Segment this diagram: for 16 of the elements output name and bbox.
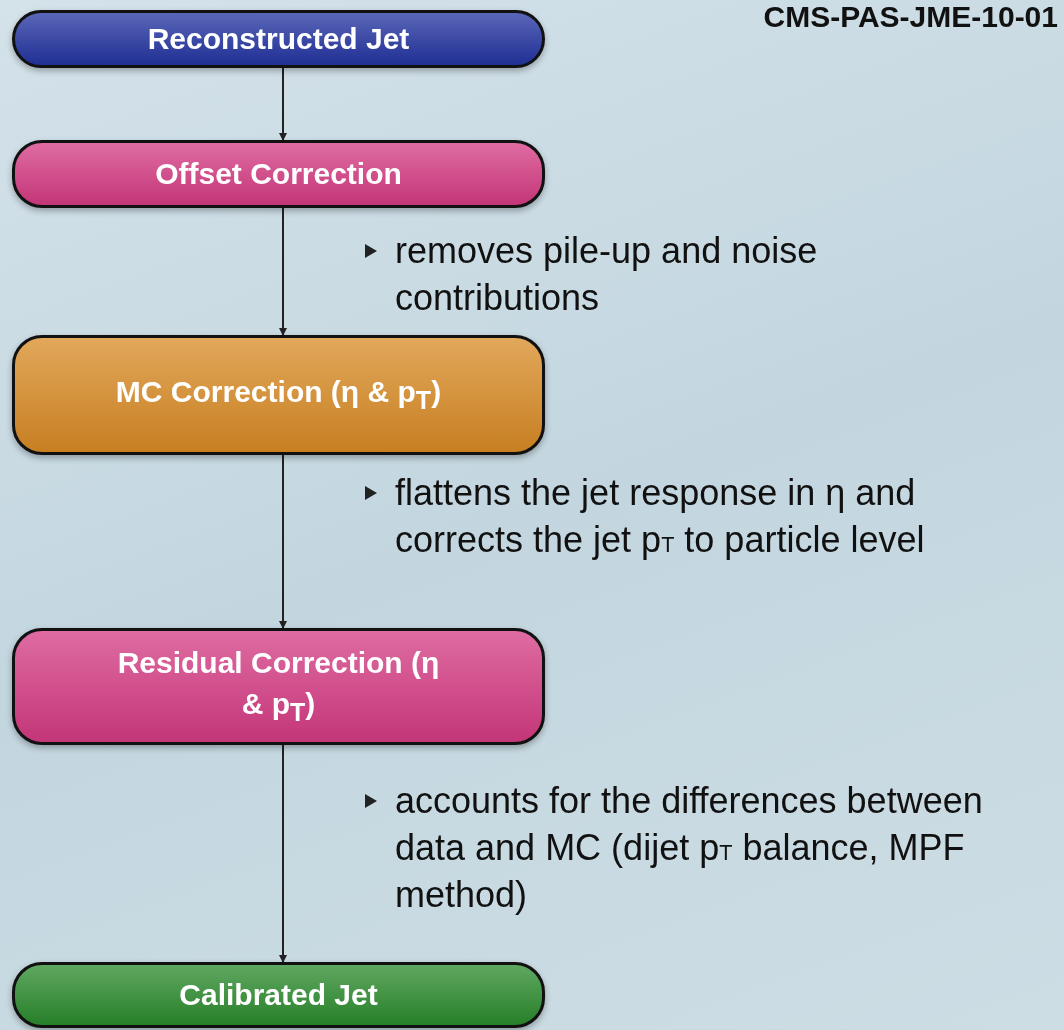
box-label: Calibrated Jet — [179, 976, 378, 1013]
box-label: Offset Correction — [155, 155, 402, 192]
process-box — [12, 628, 545, 745]
process-box — [12, 962, 545, 1028]
box-label: Reconstructed Jet — [147, 20, 410, 57]
box-label: Residual Correction (η & p$_{T}$) — [116, 645, 441, 728]
process-box — [12, 140, 545, 208]
process-box — [12, 10, 545, 68]
document-reference: CMS-PAS-JME-10-01 — [763, 0, 1058, 34]
box-label: MC Correction (η & p$_{T}$) — [115, 374, 442, 417]
process-box — [12, 335, 545, 455]
arrow — [279, 454, 287, 629]
arrow — [279, 67, 287, 141]
arrow — [279, 207, 287, 336]
arrow — [279, 744, 287, 963]
description-text: removes pile-up and noise contributions — [395, 229, 819, 320]
